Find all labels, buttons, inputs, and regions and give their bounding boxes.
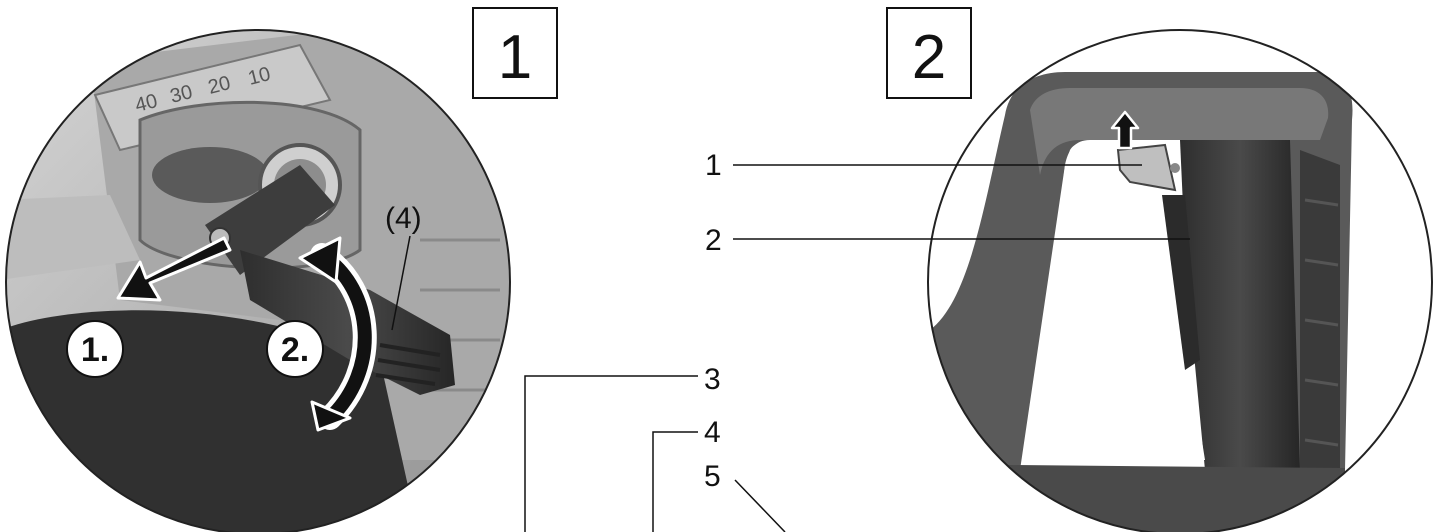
scale-tick-20: 20 (206, 72, 233, 99)
scale-tick-10: 10 (246, 63, 273, 90)
part-reference-leader (391, 235, 411, 331)
callout-1-label: 1 (705, 149, 722, 182)
step-1-badge: 1. (66, 320, 124, 378)
part-reference-label: (4) (385, 202, 422, 235)
figure-1-frame (5, 29, 511, 532)
figure-1-number-box: 1 (472, 7, 558, 99)
callout-5-label: 5 (704, 460, 721, 493)
rotate-arrow-icon (298, 236, 377, 432)
scale-tick-30: 30 (168, 81, 195, 108)
up-arrow-icon (1110, 110, 1140, 150)
figure-1: 40 30 20 10 (4) 1. 2. 1 (5, 7, 558, 532)
scale-tick-40: 40 (133, 90, 160, 117)
figure-1-number: 1 (498, 23, 532, 92)
figure-2-frame (927, 29, 1433, 532)
callout-4: 4 (652, 416, 721, 532)
figure-2: 2 (886, 7, 1433, 532)
callout-4-label: 4 (704, 416, 721, 449)
figure-2-number: 2 (912, 23, 946, 92)
callout-3-leader (524, 375, 698, 532)
callout-5-leader (734, 479, 786, 532)
callout-2: 2 (705, 224, 1190, 257)
callout-4-leader (652, 431, 698, 532)
callout-1: 1 (705, 149, 1142, 182)
step-2-label: 2. (281, 331, 309, 369)
step-2-badge: 2. (266, 320, 324, 378)
pull-arrow-icon (116, 236, 232, 302)
callout-5: 5 (704, 460, 786, 532)
callout-3: 3 (524, 363, 721, 532)
callout-3-label: 3 (704, 363, 721, 396)
step-1-label: 1. (81, 331, 109, 369)
callout-2-label: 2 (705, 224, 722, 257)
figure-2-number-box: 2 (886, 7, 972, 99)
